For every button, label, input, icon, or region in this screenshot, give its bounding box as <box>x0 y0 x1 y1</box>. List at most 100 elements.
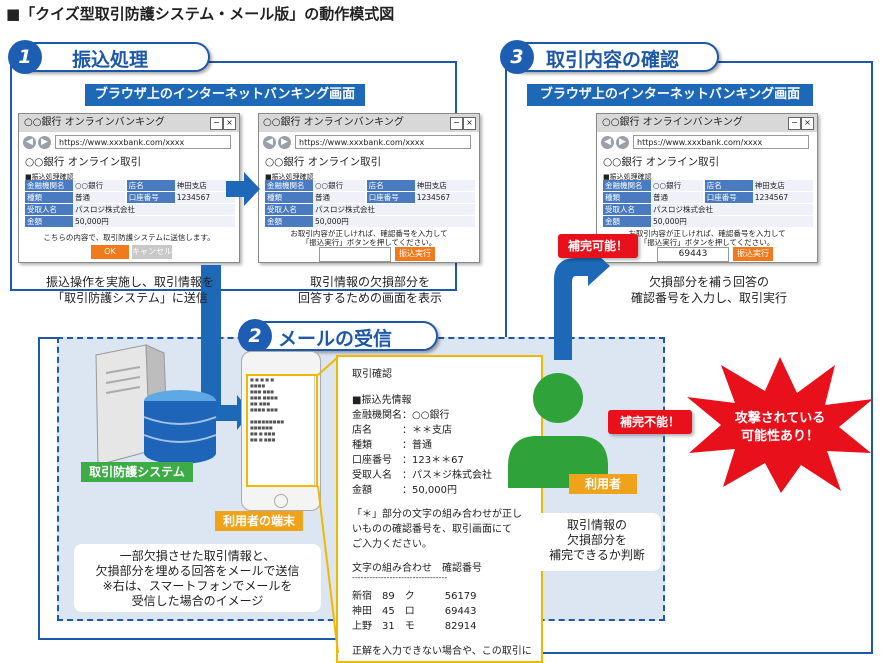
minimize-icon[interactable]: − <box>788 117 801 130</box>
step3-label: 取引内容の確認 <box>546 49 680 71</box>
note-right-line: 補完できるか判断 <box>549 548 645 562</box>
note-left-line: 一部欠損させた取引情報と、 <box>119 549 276 563</box>
step2-pill <box>246 321 438 351</box>
window-title <box>259 114 479 132</box>
mail-line: 口座番号 ：123＊＊67 <box>352 455 464 466</box>
section-label: ■振込処理確認 <box>603 173 652 181</box>
phone-screen: ■ ■ ■ ■ ■■■■■■■■ ■■■■■■ ■■■■■■ ■■■■■■■ ■… <box>247 374 315 486</box>
confirm-message-1: お取引内容が正しければ、確認番号を入力して <box>628 229 786 238</box>
close-icon[interactable]: × <box>801 117 814 130</box>
mail-line: 金額 ：50,000円 <box>352 485 457 496</box>
confirm-message-1: お取引内容が正しければ、確認番号を入力して <box>290 229 448 238</box>
callout-complete-possible-text: 補完可能！ <box>567 239 628 253</box>
browser-window-1: ○○銀行 オンラインバンキング − × ◀ ▶ https://www.xxxb… <box>18 113 240 263</box>
mail-line: 「＊」部分の文字の組み合わせが正し <box>352 509 522 520</box>
callout-complete-impossible-text: 補完不能！ <box>619 415 680 429</box>
burst-line-2: 可能性あり！ <box>740 429 819 444</box>
note-left: 一部欠損させた取引情報と、 欠損部分を埋める回答をメールで送信 ※右は、スマート… <box>74 544 321 612</box>
arrow-to-server <box>201 265 251 430</box>
confirm-message-2: 「振込実行」ボタンを押してください。 <box>301 238 437 247</box>
section-label: ■振込処理確認 <box>25 173 74 181</box>
user-icon <box>508 373 608 488</box>
url-bar[interactable]: https://www.xxxbank.com/xxxx <box>633 135 809 149</box>
step1-number: 1 <box>8 40 42 74</box>
mail-line: ご入力ください。 <box>352 539 432 550</box>
page-heading: ○○銀行 オンライン取引 <box>265 156 382 168</box>
burst-line-1: 攻撃されている <box>734 411 826 426</box>
page-heading: ○○銀行 オンライン取引 <box>25 156 142 168</box>
browser-window-3: ○○銀行 オンラインバンキング − × ◀ ▶ https://www.xxxb… <box>596 113 818 263</box>
confirmation-number-input[interactable]: 69443 <box>657 247 729 262</box>
arrow-user-to-win3 <box>554 246 610 360</box>
mail-line: 店名 ：＊＊支店 <box>352 425 452 436</box>
mail-content: 取引確認 ■振込先情報 金融機関名：○○銀行 店名 ：＊＊支店 種類 ：普通 口… <box>336 355 543 663</box>
caption-1b: 「取引防護システム」に送信 <box>52 291 208 305</box>
note-right-line: 欠損部分を <box>566 533 627 547</box>
step1-label: 振込処理 <box>72 49 149 71</box>
smartphone-icon: ■ ■ ■ ■ ■■■■■■■■ ■■■■■■ ■■■■■■ ■■■■■■■ ■… <box>241 351 321 511</box>
step2-number: 2 <box>238 319 272 353</box>
window-title: ○○銀行 オンラインバンキング <box>19 114 239 132</box>
window-title-2: ○○銀行 オンラインバンキング <box>263 117 404 128</box>
url-bar[interactable]: https://www.xxxbank.com/xxxx <box>55 135 231 149</box>
phone-home-button <box>274 494 288 508</box>
close-icon[interactable]: × <box>463 117 476 130</box>
step2-label: メールの受信 <box>278 328 393 350</box>
highlight-connector <box>317 356 339 654</box>
execute-transfer-button[interactable]: 振込実行 <box>733 247 773 261</box>
url-bar[interactable]: https://www.xxxbank.com/xxxx <box>295 135 471 149</box>
back-icon[interactable]: ◀ <box>23 136 36 149</box>
note-left-line: 欠損部分を埋める回答をメールで送信 <box>95 564 300 578</box>
close-icon[interactable]: × <box>223 117 236 130</box>
step3-pill <box>507 42 719 72</box>
forward-icon[interactable]: ▶ <box>278 136 291 149</box>
diagram-title: ■「クイズ型取引防護システム・メール版」の動作模式図 <box>6 5 395 23</box>
mail-line: 上野 31 モ 82914 <box>352 621 477 632</box>
phone-highlight <box>246 374 318 487</box>
execute-transfer-button[interactable]: 振込実行 <box>395 247 435 261</box>
section-label: ■振込処理確認 <box>265 173 314 181</box>
phone-label: 利用者の端末 <box>215 511 303 531</box>
caption-3a: 欠損部分を補う回答の <box>648 275 769 289</box>
mail-line: 金融機関名：○○銀行 <box>352 410 450 421</box>
mail-line: 神田 45 ロ 69443 <box>352 606 477 617</box>
note-right-line: 取引情報の <box>566 518 627 532</box>
caption-1a: 振込操作を実施し、取引情報を <box>45 275 214 289</box>
arrow-win1-to-win2 <box>226 172 260 206</box>
back-icon[interactable]: ◀ <box>601 136 614 149</box>
note-left-line: 受信した場合のイメージ <box>131 594 264 608</box>
browser-bar-step3: ブラウザ上のインターネットバンキング画面 <box>527 84 813 106</box>
callout-complete-possible: 補完可能！ <box>558 234 638 258</box>
server-icon <box>95 344 217 466</box>
mail-line: 文字の組み合わせ 確認番号 <box>352 563 482 574</box>
browser-window-2: − × ◀ ▶ https://www.xxxbank.com/xxxx ○○銀… <box>258 113 480 263</box>
forward-icon[interactable]: ▶ <box>38 136 51 149</box>
server-label: 取引防護システム <box>81 462 193 482</box>
user-label: 利用者 <box>569 474 637 494</box>
browser-bar-step1: ブラウザ上のインターネットバンキング画面 <box>85 84 365 106</box>
page-heading: ○○銀行 オンライン取引 <box>603 156 720 168</box>
forward-icon[interactable]: ▶ <box>616 136 629 149</box>
caption-2a: 取引情報の欠損部分を <box>309 275 430 289</box>
mail-line: --------------------------------- <box>352 573 448 582</box>
mail-line: いものの確認番号を、取引画面にて <box>352 524 512 535</box>
alert-burst-icon <box>687 357 873 493</box>
confirm-message-2: 「振込実行」ボタンを押してください。 <box>639 238 775 247</box>
note-left-line: ※右は、スマートフォンでメールを <box>102 579 293 593</box>
back-icon[interactable]: ◀ <box>263 136 276 149</box>
minimize-icon[interactable]: − <box>450 117 463 130</box>
confirmation-number-input[interactable] <box>319 247 391 262</box>
mail-line: ■振込先情報 <box>352 395 412 406</box>
caption-2b: 回答するための画面を表示 <box>297 291 442 305</box>
callout-complete-impossible: 補完不能！ <box>608 410 692 434</box>
mail-line: 取引確認 <box>352 369 392 380</box>
mail-line: 新宿 89 ク 56179 <box>352 591 477 602</box>
mail-line: 正解を入力できない場合や、この取引に <box>352 646 532 657</box>
minimize-icon[interactable]: − <box>210 117 223 130</box>
ok-button[interactable]: OK <box>91 245 129 259</box>
cancel-button[interactable]: キャンセル <box>132 245 172 259</box>
window-title: ○○銀行 オンラインバンキング <box>597 114 817 132</box>
